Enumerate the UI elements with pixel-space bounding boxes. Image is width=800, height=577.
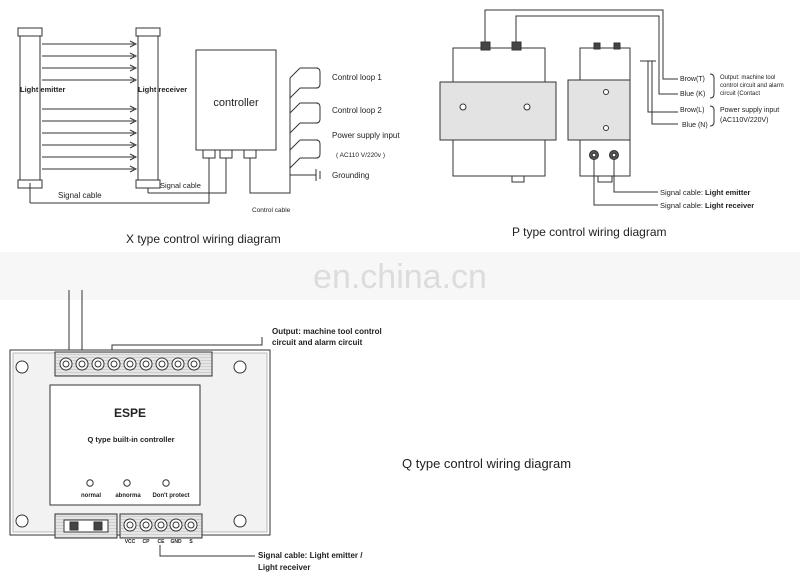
p-output-line-1: Output: machine tool xyxy=(720,75,775,81)
q-top-terminal-block xyxy=(54,351,213,377)
x-output-bracket xyxy=(289,67,321,181)
p-output-line-2: control circuit and alarm xyxy=(720,83,784,89)
p-wiring xyxy=(484,9,715,206)
q-indicator-leds xyxy=(86,479,170,487)
p-signal-cable-emitter: Signal cable: Light emitter xyxy=(660,188,751,197)
x-controller-label: controller xyxy=(213,97,259,109)
x-output-grounding: Grounding xyxy=(332,171,369,180)
p-power-line-2: (AC110V/220V) xyxy=(720,117,769,124)
p-power-line-1: Power supply input xyxy=(720,107,779,114)
q-terminal-cp: CP xyxy=(143,539,151,545)
x-emitter-label: Light emitter xyxy=(20,85,65,94)
q-bottom-terminal-block xyxy=(119,513,203,539)
q-type-labels: Output: machine tool control circuit and… xyxy=(81,327,571,572)
watermark-text: en.china.cn xyxy=(313,258,487,296)
q-subtitle: Q type built-in controller xyxy=(87,435,174,444)
p-signal-cable-receiver: Signal cable: Light receiver xyxy=(660,201,754,210)
watermark-area: en.china.cn xyxy=(0,252,800,300)
x-output-power-voltage: ( AC110 V/220v ) xyxy=(336,152,385,159)
x-signal-cable-label-2: Signal cable xyxy=(160,181,201,190)
x-control-cable xyxy=(249,78,291,194)
p-caption: P type control wiring diagram xyxy=(512,225,667,239)
p-brow-t: Brow(T) xyxy=(680,76,705,83)
q-indicator-dont-protect: Don't protect xyxy=(152,493,189,499)
q-terminal-s: S xyxy=(189,539,193,545)
x-output-control-loop-2: Control loop 2 xyxy=(332,106,382,115)
x-type-diagram xyxy=(17,27,321,204)
q-indicator-normal: normal xyxy=(81,493,101,499)
p-output-line-3: circuit (Contact xyxy=(720,91,760,97)
q-brand: ESPE xyxy=(114,406,146,420)
x-output-control-loop-1: Control loop 1 xyxy=(332,73,382,82)
q-signal-cable-line xyxy=(159,545,255,557)
p-emitter-unit xyxy=(439,41,557,183)
p-blue-k: Blue (K) xyxy=(680,91,705,98)
q-output-line-2: circuit and alarm circuit xyxy=(272,338,363,347)
q-input-wires xyxy=(68,290,263,357)
p-receiver-unit xyxy=(567,42,631,183)
q-indicator-abnormal: abnorma xyxy=(115,493,141,499)
x-light-beams xyxy=(42,40,138,173)
q-type-diagram xyxy=(9,290,271,557)
x-signal-cable-label-1: Signal cable xyxy=(58,191,102,200)
x-type-labels: Light emitter Light receiver controller … xyxy=(20,73,400,246)
q-caption: Q type control wiring diagram xyxy=(402,456,571,471)
q-terminal-ce: CE xyxy=(158,539,166,545)
p-type-diagram xyxy=(439,9,715,206)
p-brow-l: Brow(L) xyxy=(680,107,705,114)
x-output-power-supply: Power supply input xyxy=(332,131,400,140)
q-signal-cable-line-1: Signal cable: Light emitter / xyxy=(258,551,363,560)
p-type-labels: Brow(T) Blue (K) Output: machine tool co… xyxy=(512,75,784,239)
q-controller-board xyxy=(9,349,271,536)
x-signal-cable-emitter xyxy=(30,158,210,204)
q-bottom-left-connector xyxy=(54,513,118,539)
p-blue-n: Blue (N) xyxy=(682,122,708,129)
x-receiver-label: Light receiver xyxy=(138,85,187,94)
x-light-emitter xyxy=(17,27,43,203)
q-output-line-1: Output: machine tool control xyxy=(272,327,382,336)
x-caption: X type control wiring diagram xyxy=(126,232,281,246)
q-signal-cable-line-2: Light receiver xyxy=(258,563,310,572)
x-control-cable-label: Control cable xyxy=(252,207,291,214)
q-terminal-vcc: VCC xyxy=(125,539,136,545)
x-light-receiver xyxy=(135,27,161,193)
x-signal-cable-receiver xyxy=(148,158,227,194)
q-terminal-gnd: GND xyxy=(170,539,182,545)
